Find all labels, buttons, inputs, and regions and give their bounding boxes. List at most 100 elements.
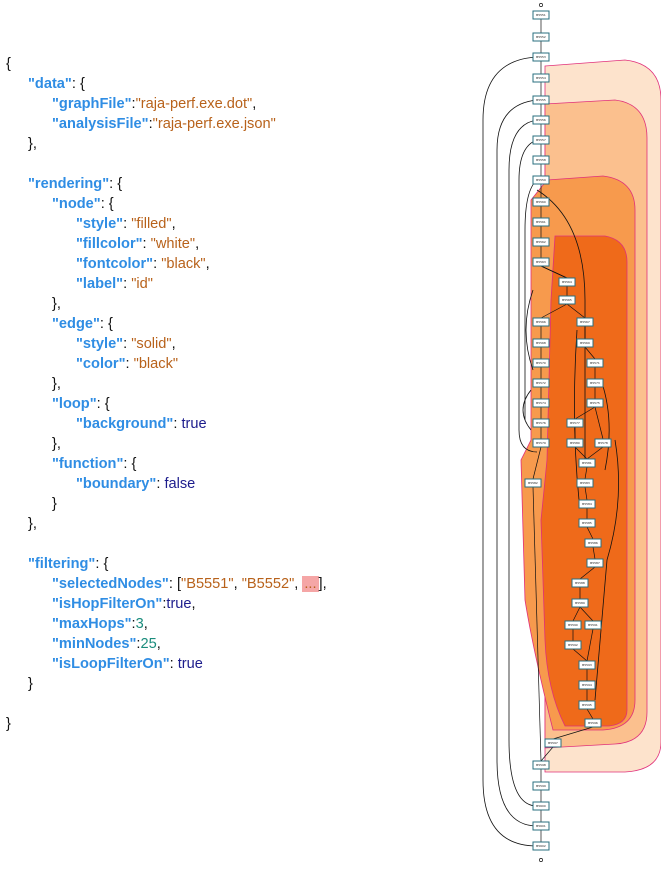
graph-node[interactable]: B5591 [584, 620, 602, 630]
graph-node[interactable]: B5599 [532, 781, 550, 791]
close-filtering: } [28, 676, 33, 692]
graph-node-label: B5588 [575, 581, 585, 585]
graph-node-box [532, 338, 550, 348]
graph-node-box [566, 438, 584, 448]
graph-node[interactable]: B5585 [578, 518, 596, 528]
close-function: } [52, 496, 57, 512]
graph-node-label: B5585 [582, 521, 592, 525]
graph-node-box [578, 458, 596, 468]
graph-node-box [576, 317, 594, 327]
value-loop-filter: true [177, 656, 203, 672]
close-edge: }, [52, 376, 61, 392]
line-selected-nodes: "selectedNodes": ["B5551", "B5552", ...]… [52, 576, 327, 592]
graph-node[interactable]: B5572 [532, 378, 550, 388]
graph-node[interactable]: B5581 [578, 458, 596, 468]
graph-node-label: B5556 [536, 118, 546, 122]
graph-node[interactable]: B5579 [532, 438, 550, 448]
value-analysis-file: "raja-perf.exe.json" [152, 116, 276, 132]
graph-node[interactable]: B5595 [578, 700, 596, 710]
graph-node[interactable]: B5575 [586, 398, 604, 408]
graph-node[interactable]: B5568 [532, 338, 550, 348]
graph-node[interactable]: B5566 [532, 317, 550, 327]
graph-node[interactable]: B5557 [532, 135, 550, 145]
graph-node-label: B5557 [536, 138, 546, 142]
graph-node-label: B5597 [548, 741, 558, 745]
graph-node[interactable]: B5593 [578, 660, 596, 670]
graph-nodes: B5551B5552B5553B5554B5555B5556B5557B5558… [524, 3, 612, 862]
graph-node-box [566, 418, 584, 428]
value-hop-filter: true [166, 596, 192, 612]
graph-node[interactable]: B5571 [586, 358, 604, 368]
line-rendering: "rendering": { [28, 176, 123, 192]
graph-node-label: B5576 [536, 421, 546, 425]
graph-node-box [586, 398, 604, 408]
graph-node[interactable]: B5583 [576, 478, 594, 488]
graph-node[interactable]: B5577 [566, 418, 584, 428]
graph-node-box [578, 660, 596, 670]
line-analysis-file: "analysisFile":"raja-perf.exe.json" [52, 116, 276, 132]
value-boundary: false [164, 476, 196, 492]
graph-node[interactable]: B5551 [532, 10, 550, 20]
graph-node[interactable]: B5589 [571, 598, 589, 608]
graph-node-box [532, 317, 550, 327]
graph-edge [584, 486, 588, 501]
graph-node-label: B5586 [588, 541, 598, 545]
graph-node-label: B5559 [536, 178, 546, 182]
graph-node-label: B5560 [536, 200, 546, 204]
graph-node[interactable]: B5554 [532, 73, 550, 83]
graph-node[interactable]: B5570 [532, 358, 550, 368]
graph-node[interactable]: B5558 [532, 155, 550, 165]
line-hop-filter: "isHopFilterOn":true, [52, 596, 196, 612]
graph-node[interactable]: B5574 [532, 398, 550, 408]
graph-node[interactable]: B5556 [532, 115, 550, 125]
graph-node-label: B5580 [570, 441, 580, 445]
graph-node[interactable]: B5562 [532, 237, 550, 247]
graph-node[interactable]: B5552 [532, 32, 550, 42]
graph-edge [594, 406, 604, 440]
graph-node-box [532, 438, 550, 448]
graph-node[interactable]: B5580 [566, 438, 584, 448]
close-data: }, [28, 136, 37, 152]
graph-node[interactable]: B5561 [532, 217, 550, 227]
graph-node-box [564, 640, 582, 650]
graph-node[interactable]: B5587 [586, 558, 604, 568]
graph-node[interactable]: B5564 [558, 277, 576, 287]
graph-node[interactable]: B5596 [584, 718, 602, 728]
graph-node-label: B5592 [568, 643, 578, 647]
graph-node[interactable]: B5582 [524, 478, 542, 488]
graph-node[interactable]: B5576 [532, 418, 550, 428]
graph-node[interactable]: B5578 [594, 438, 612, 448]
graph-node[interactable]: B5592 [564, 640, 582, 650]
graph-node-label: B5568 [536, 341, 546, 345]
graph-node-box [532, 197, 550, 207]
line-loop: "loop": { [52, 396, 110, 412]
graph-node[interactable]: B5586 [584, 538, 602, 548]
graph-node-label: B5569 [580, 341, 590, 345]
graph-node[interactable]: B5597 [544, 738, 562, 748]
graph-node[interactable]: B5590 [564, 620, 582, 630]
graph-node-box [532, 52, 550, 62]
graph-node[interactable]: B5565 [558, 295, 576, 305]
graph-node[interactable]: B5567 [576, 317, 594, 327]
graph-node[interactable]: B5560 [532, 197, 550, 207]
line-data: "data": { [28, 76, 85, 92]
graph-node[interactable]: B5584 [578, 499, 596, 509]
graph-node[interactable]: B5553 [532, 52, 550, 62]
graph-node[interactable]: B5600 [532, 801, 550, 811]
graph-node[interactable]: B5602 [532, 841, 550, 851]
graph-node[interactable]: B5555 [532, 95, 550, 105]
graph-node[interactable]: B5573 [586, 378, 604, 388]
graph-node-box [576, 338, 594, 348]
graph-node[interactable]: B5588 [571, 578, 589, 588]
graph-edge [572, 606, 581, 622]
graph-node-label: B5567 [580, 320, 590, 324]
graph-node[interactable]: B5601 [532, 821, 550, 831]
graph-node[interactable]: B5563 [532, 257, 550, 267]
open-brace: { [6, 56, 11, 72]
graph-node[interactable]: B5598 [532, 760, 550, 770]
graph-node-label: B5584 [582, 502, 592, 506]
graph-node-box [558, 277, 576, 287]
graph-node[interactable]: B5569 [576, 338, 594, 348]
graph-node[interactable]: B5559 [532, 175, 550, 185]
graph-node[interactable]: B5594 [578, 680, 596, 690]
